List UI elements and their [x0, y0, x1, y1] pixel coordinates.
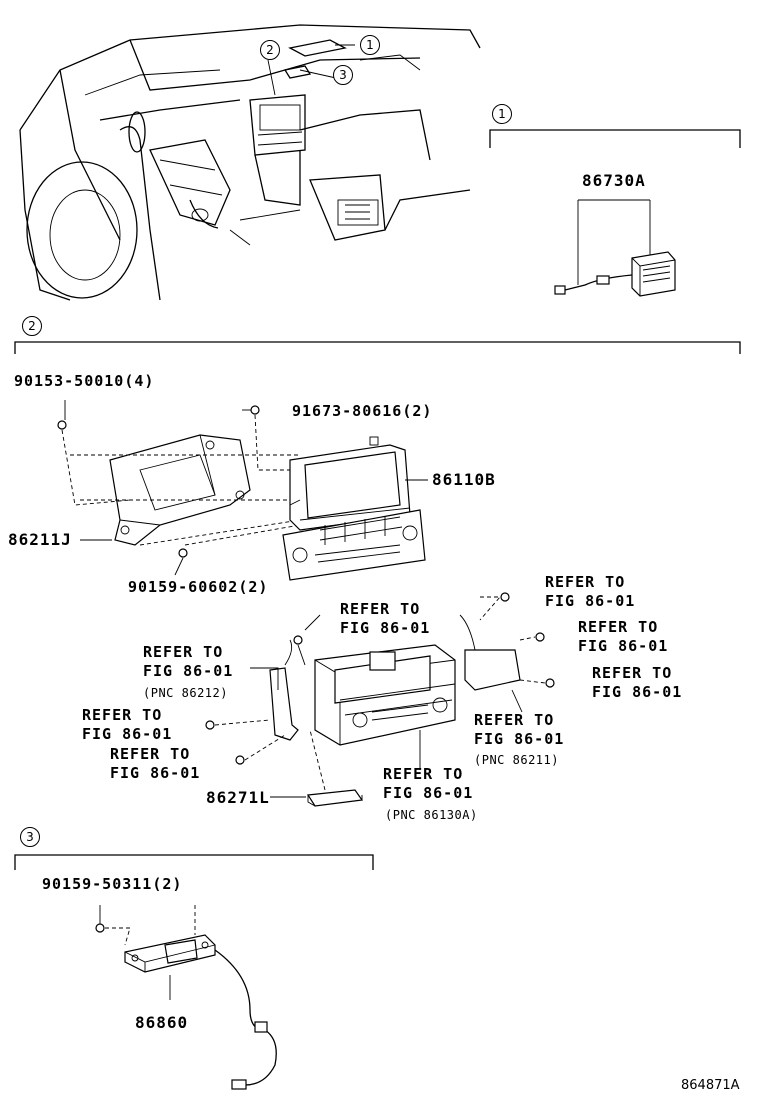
refer-to-fig-label: REFER TO FIG 86-01 — [592, 664, 683, 701]
screws-around-audio-unit — [205, 592, 555, 765]
part-number-86730a: 86730A — [582, 171, 646, 190]
part-number-screw-section-3: 90159-50311(2) — [42, 875, 183, 893]
part-number-bolt-top: 91673-80616(2) — [292, 402, 433, 420]
refer-to-fig-label: REFER TO FIG 86-01 — [143, 643, 234, 680]
refer-to-fig-label: REFER TO FIG 86-01 — [110, 745, 201, 782]
refer-to-fig-label: REFER TO FIG 86-01 — [383, 765, 474, 802]
car-interior-sketch — [19, 24, 481, 301]
audio-unit-drawing — [314, 644, 456, 746]
pnc-label: (PNC 86211) — [474, 753, 559, 767]
part-number-screw-top: 90153-50010(4) — [14, 372, 155, 390]
pnc-label: (PNC 86212) — [143, 686, 228, 700]
display-86110b-drawing — [282, 436, 426, 581]
section-1-bracket-lines — [489, 129, 741, 285]
refer-to-fig-label: REFER TO FIG 86-01 — [545, 573, 636, 610]
refer-to-fig-label: REFER TO FIG 86-01 — [82, 706, 173, 743]
section-2-number: 2 — [22, 316, 42, 336]
refer-to-fig-label: REFER TO FIG 86-01 — [340, 600, 431, 637]
section-3-number: 3 — [20, 827, 40, 847]
tuner-box-86271l-drawing — [306, 729, 364, 807]
part-number-86860: 86860 — [135, 1013, 189, 1032]
callout-circle-3: 3 — [333, 65, 353, 85]
antenna-amplifier-drawing — [554, 251, 676, 297]
bracket-86211j-drawing — [109, 434, 251, 546]
leader-lines-section-2 — [80, 479, 523, 798]
section-1-number: 1 — [492, 104, 512, 124]
dashed-leader-lines-section-2 — [61, 414, 301, 546]
section-3-bracket-lines — [14, 854, 374, 870]
part-number-86211j: 86211J — [8, 530, 72, 549]
refer-to-fig-label: REFER TO FIG 86-01 — [474, 711, 565, 748]
callout-circle-2: 2 — [260, 40, 280, 60]
section-2-bracket-lines — [14, 341, 741, 354]
part-number-screw-bottom: 90159-60602(2) — [128, 578, 269, 596]
side-brackets-drawing — [269, 614, 521, 741]
pnc-label: (PNC 86130A) — [385, 808, 478, 822]
unit-86860-drawing — [95, 905, 277, 1090]
refer-to-fig-label: REFER TO FIG 86-01 — [578, 618, 669, 655]
figure-id: 864871A — [681, 1078, 740, 1093]
screws-section-2 — [57, 400, 260, 576]
callout-circle-1: 1 — [360, 35, 380, 55]
part-number-86271l: 86271L — [206, 788, 270, 807]
part-number-86110b: 86110B — [432, 470, 496, 489]
